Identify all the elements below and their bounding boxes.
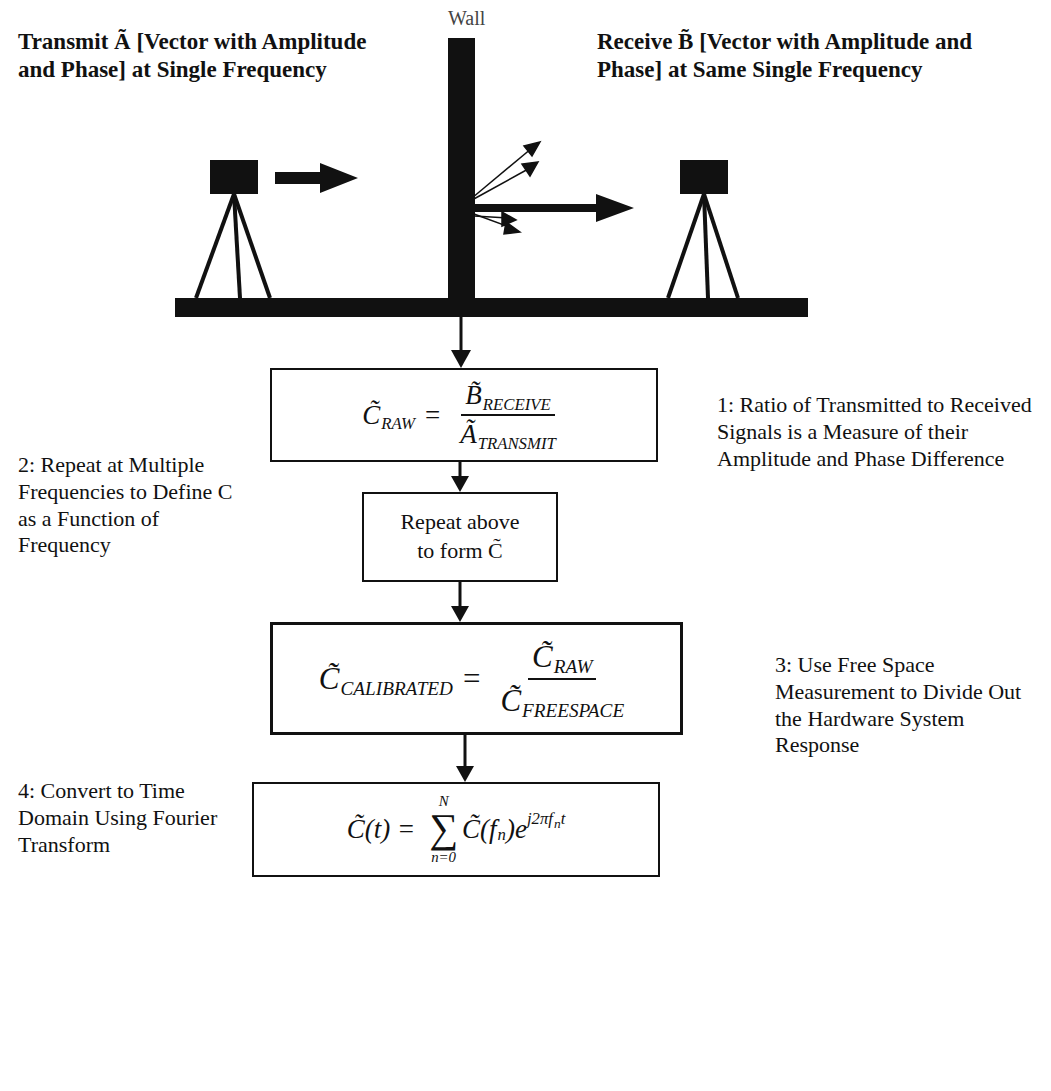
flow-arrow [451,582,469,622]
denominator: C̃FREESPACE [496,680,628,719]
arrowhead [451,606,469,622]
upper-limit: N [439,794,449,809]
summation: N∑n=0 [429,794,458,864]
step-note: 4: Convert to Time Domain Using Fourier … [18,778,243,858]
formula-text: C̃ [362,400,380,430]
arrowhead [456,766,474,782]
transmitted-arrow [475,194,634,222]
step-note: 1: Ratio of Transmitted to Received Sign… [717,392,1037,472]
exponent-text: t [561,809,566,829]
wall [448,38,475,300]
receive-antenna [680,160,728,194]
box-content: C̃RAW=B̃RECEIVEÃTRANSMIT [362,380,566,450]
exponent: j2πfnt [527,809,565,829]
subscript: FREESPACE [522,700,624,721]
formula-text: C̃ [532,639,553,674]
symbol-group: C̃CALIBRATED [319,661,453,697]
transmit-antenna [210,160,258,194]
fraction: B̃RECEIVEÃTRANSMIT [456,380,560,450]
formula-text: B̃ [465,380,482,410]
wall-label: Wall [448,6,528,30]
arrow-shaft [459,582,462,608]
box-text: Repeat above to form C̃ [395,508,525,565]
formula-box: C̃RAW=B̃RECEIVEÃTRANSMIT [270,368,658,462]
formula-text: C̃ [319,661,340,696]
subscript: n [498,825,506,845]
formula-box: C̃CALIBRATED=C̃RAWC̃FREESPACE [270,622,683,735]
flow-arrow [451,462,469,492]
wall-to-formula-arrow [460,317,463,352]
fraction: C̃RAWC̃FREESPACE [496,639,628,719]
transmit-tripod [196,194,270,298]
receive-tripod [668,194,738,298]
exponent-text: j2πf [527,809,553,829]
arrowhead [451,476,469,492]
formula-text: C̃(f [462,814,497,845]
lower-limit: n=0 [431,850,456,865]
subscript: n [554,816,561,832]
formula-box: C̃(t) =N∑n=0C̃(fn)ej2πfnt [252,782,660,877]
formula-text: )e [506,814,527,845]
subscript: CALIBRATED [341,678,453,699]
symbol-group: C̃RAW [362,400,415,431]
equals-sign: = [463,661,480,697]
subscript: TRANSMIT [478,434,556,453]
flow-arrow [456,735,474,782]
formula-text: Ã [460,419,477,449]
numerator: C̃RAW [528,639,596,680]
step-note: 2: Repeat at Multiple Frequencies to Def… [18,452,233,559]
ground-bar [175,298,808,317]
numerator: B̃RECEIVE [461,380,554,416]
scatter-arrows [472,142,540,234]
box-content: C̃(t) =N∑n=0C̃(fn)ej2πfnt [347,794,566,864]
step-note: 3: Use Free Space Measurement to Divide … [775,652,1037,759]
subscript: RAW [381,414,415,433]
transmit-label: Transmit Ã [Vector with Amplitude and Ph… [18,28,388,84]
arrow-shaft [464,735,467,768]
receive-label: Receive B̃ [Vector with Amplitude and Ph… [597,28,1037,84]
box-content: C̃CALIBRATED=C̃RAWC̃FREESPACE [319,639,634,719]
equals-sign: = [425,400,440,431]
formula-text: C̃(t) = [347,814,415,845]
sum-sign: ∑ [429,809,458,850]
subscript: RAW [554,656,593,677]
arrow-shaft [459,462,462,478]
wall-to-formula-arrowhead [451,350,471,368]
formula-text: C̃ [500,683,521,718]
subscript: RECEIVE [483,395,551,414]
transmit-arrow [275,163,358,193]
denominator: ÃTRANSMIT [456,416,560,450]
process-box: Repeat above to form C̃ [362,492,558,582]
box-content: Repeat above to form C̃ [395,508,525,565]
